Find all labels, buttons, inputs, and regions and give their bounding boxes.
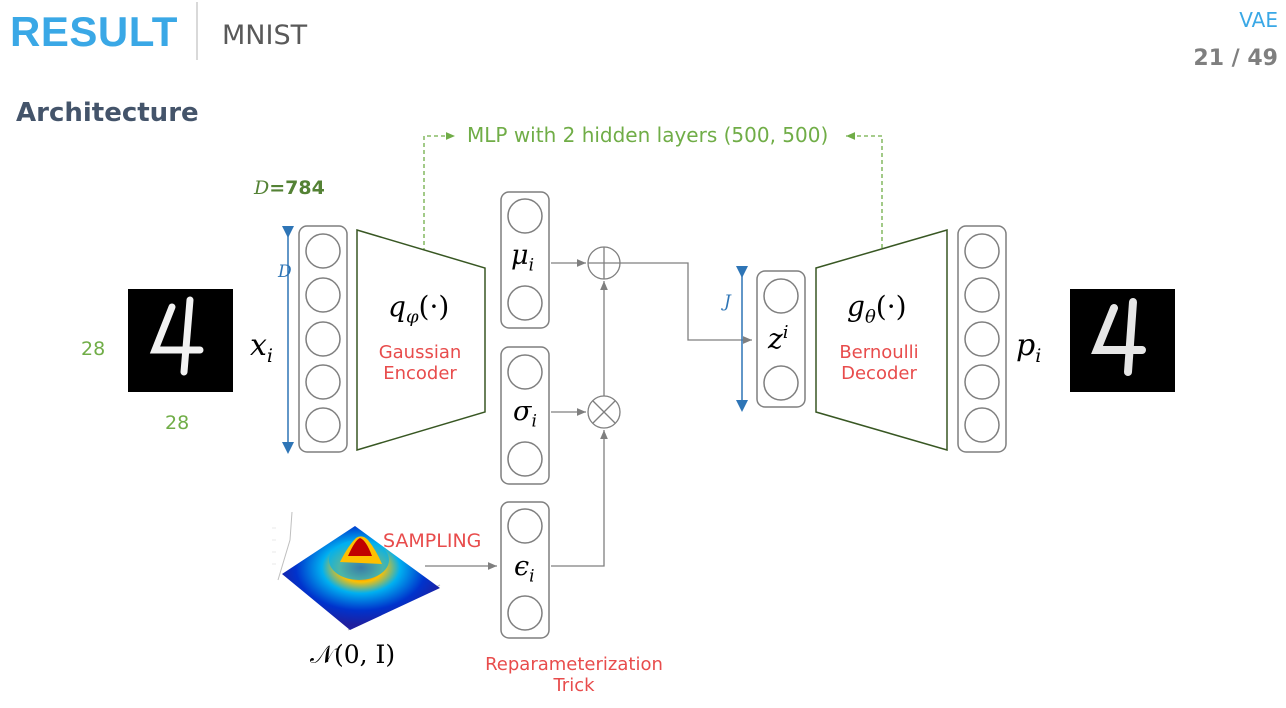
input-side-label: D xyxy=(278,262,292,282)
input-symbol: xi xyxy=(250,328,273,367)
decoder-function: gθ(·) xyxy=(847,290,907,328)
output-symbol: pi xyxy=(1016,328,1042,367)
page-number: 21 / 49 xyxy=(1193,46,1278,71)
normal-distribution-label: 𝒩(0, I) xyxy=(310,640,396,669)
sampling-label: SAMPLING xyxy=(383,530,482,552)
slide-title: RESULT xyxy=(10,8,178,55)
mlp-connector-right xyxy=(846,132,883,248)
input-dim-label: D=784 xyxy=(254,177,325,199)
topic-tag: VAE xyxy=(1239,8,1278,32)
mlp-connector-left xyxy=(423,132,455,252)
title-separator xyxy=(196,2,198,60)
section-title: Architecture xyxy=(16,98,199,128)
plus-to-z xyxy=(620,262,752,344)
input-digit-glyph xyxy=(149,296,204,376)
plus-operator xyxy=(587,246,621,280)
output-digit-image xyxy=(1070,289,1175,392)
epsilon-symbol: ϵi xyxy=(514,551,535,587)
input-neurons xyxy=(305,233,341,443)
input-digit-image xyxy=(128,289,233,392)
decoder-trapezoid xyxy=(815,229,948,451)
slide-subtitle: MNIST xyxy=(222,20,308,51)
mu-symbol: μi xyxy=(511,240,534,276)
image-height-label: 28 xyxy=(81,338,106,360)
eps-to-times xyxy=(551,430,608,567)
encoder-function: qφ(·) xyxy=(388,290,450,328)
gaussian-surface-plot xyxy=(272,511,441,631)
sigma-symbol: σi xyxy=(513,396,537,432)
output-digit-glyph xyxy=(1091,298,1146,376)
latent-side-label: J xyxy=(724,292,731,312)
multiply-operator xyxy=(587,395,621,429)
z-symbol: zi xyxy=(768,322,789,356)
encoder-trapezoid xyxy=(356,228,486,452)
image-width-label: 28 xyxy=(165,412,190,434)
mlp-note: MLP with 2 hidden layers (500, 500) xyxy=(467,123,829,147)
output-neurons xyxy=(964,233,1000,443)
